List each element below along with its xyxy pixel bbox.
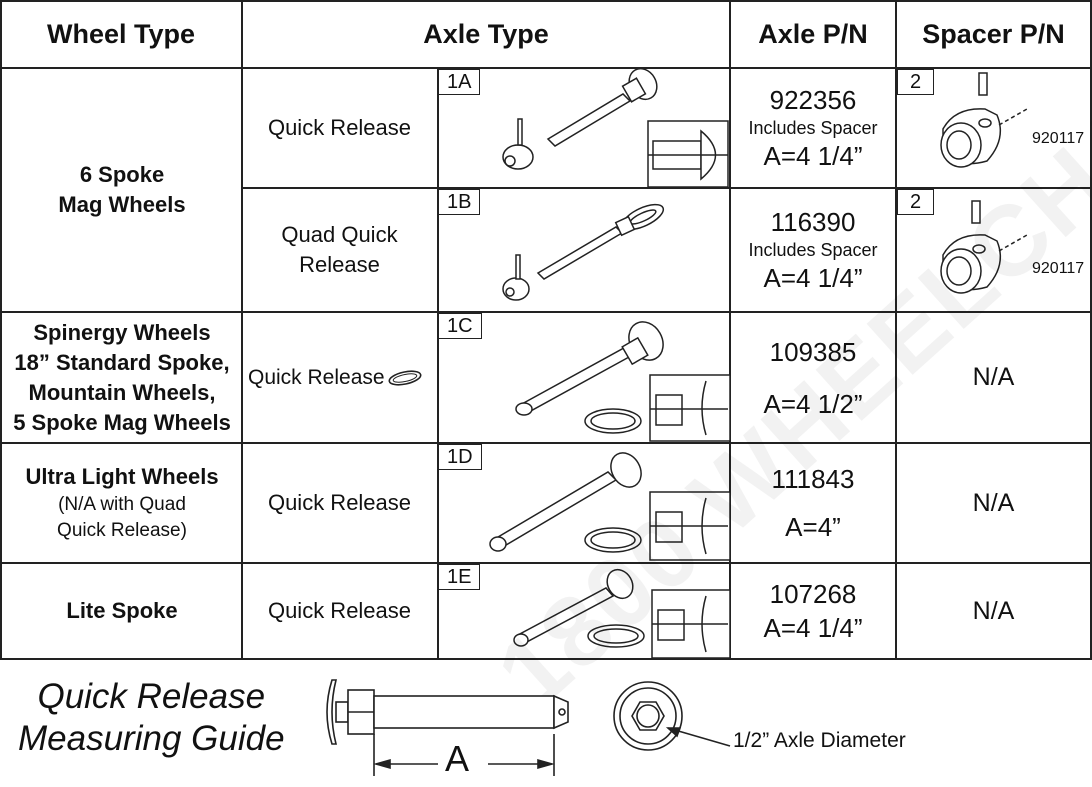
axle-label: 1E [438, 564, 481, 590]
axle-label: 1D [438, 444, 482, 470]
axle-name-row: Quick Release [248, 363, 425, 393]
axle-name-cell: Quick Release [242, 69, 437, 187]
spacer-na: N/A [972, 363, 1015, 391]
wheel-type-line: 18” Standard Spoke, [14, 349, 230, 375]
axle-label: 1B [438, 189, 481, 215]
spacer-label: 2 [897, 69, 935, 95]
table-border-top [0, 0, 1092, 2]
wheel-type-cell: 6 Spoke Mag Wheels [2, 69, 242, 311]
wheel-type-line: Lite Spoke [66, 598, 178, 623]
axle-name: Quick Release [267, 115, 412, 140]
axle-length: A=4 1/2” [763, 388, 863, 419]
wheel-type-cell: Lite Spoke [2, 564, 242, 658]
axle-pn-cell: 107268 A=4 1/4” [731, 564, 895, 658]
header-divider [0, 67, 1092, 69]
axle-1b-drawing [502, 203, 665, 301]
axle-length: A=4 1/4” [763, 613, 863, 643]
axle-part-number: 109385 [769, 336, 857, 367]
axle-name: Release [299, 252, 380, 277]
axle-pn-cell: 116390 Includes Spacer A=4 1/4” [731, 189, 895, 311]
spacer-na: N/A [972, 488, 1015, 517]
spacer-na: N/A [972, 596, 1015, 625]
axle-pn-cell: 111843 A=4” [731, 444, 895, 562]
spacer-drawing [940, 200, 1028, 294]
axle-1d-drawing [489, 452, 731, 561]
row-divider [0, 311, 1092, 313]
guide-title-line: Measuring Guide [18, 719, 285, 758]
col-divider [0, 0, 2, 660]
wheel-type-line: Spinergy Wheels [33, 319, 211, 345]
wheel-type-line: Mountain Wheels, [28, 379, 216, 405]
measuring-guide-title: Quick Release Measuring Guide [18, 676, 285, 760]
col-divider [729, 0, 731, 660]
spacer-drawing [940, 72, 1028, 168]
table-border-bottom [0, 658, 1092, 660]
spacer-part-number: 920117 [1032, 130, 1085, 147]
axle-pn-cell: 109385 A=4 1/2” [731, 313, 895, 442]
axle-diameter-label: 1/2” Axle Diameter [733, 729, 906, 752]
wheel-type-cell: Spinergy Wheels 18” Standard Spoke, Moun… [2, 313, 242, 442]
header-axle-type: Axle Type [423, 19, 549, 49]
axle-pn-note: Includes Spacer [748, 240, 878, 260]
measuring-guide-axle-drawing [326, 679, 569, 776]
wheel-type-cell: Ultra Light Wheels (N/A with Quad Quick … [2, 444, 242, 562]
guide-title-line: Quick Release [37, 677, 266, 716]
wheel-type-line: Ultra Light Wheels [25, 464, 219, 489]
axle-name-cell: Quick Release [242, 564, 437, 658]
axle-length: A=4” [785, 512, 841, 542]
axle-name-cell: Quick Release [242, 313, 437, 442]
col-divider [437, 67, 439, 660]
dimension-a-label: A [445, 738, 470, 779]
axle-name-cell: Quad Quick Release [242, 189, 437, 311]
spacer-label: 2 [897, 189, 935, 215]
header-wheel-type: Wheel Type [46, 19, 196, 49]
axle-1c-drawing [515, 321, 731, 442]
axle-name: Quick Release [267, 598, 412, 623]
spacer-part-number: 920117 [1032, 260, 1085, 277]
axle-name-cell: Quick Release [242, 444, 437, 562]
axle-name: Quad Quick [281, 222, 398, 247]
col-divider [241, 0, 243, 660]
wheel-type-note: (N/A with Quad [58, 494, 186, 515]
axle-part-number: 922356 [769, 85, 857, 115]
axle-diameter-drawing [613, 681, 731, 751]
axle-part-number: 111843 [771, 464, 855, 494]
header-axle-pn: Axle P/N [758, 19, 868, 49]
axle-pn-note: Includes Spacer [748, 118, 878, 138]
header-spacer-pn: Spacer P/N [922, 19, 1065, 49]
row-divider [242, 187, 1092, 189]
axle-1a-drawing [502, 67, 729, 188]
wheel-type-note: Quick Release) [57, 520, 187, 541]
axle-name: Quick Release [267, 490, 412, 515]
col-divider [895, 0, 897, 660]
retaining-ring-icon [388, 369, 422, 386]
wheel-type-line: 5 Spoke Mag Wheels [13, 409, 231, 435]
axle-part-number: 116390 [770, 207, 856, 237]
axle-label: 1A [438, 69, 481, 95]
wheel-type-line: 6 Spoke [79, 162, 165, 187]
axle-table: Wheel Type Axle Type Axle P/N Spacer P/N… [0, 0, 1092, 730]
wheel-type-line: Mag Wheels [58, 192, 186, 217]
col-divider [1090, 0, 1092, 660]
axle-label: 1C [438, 313, 482, 339]
row-divider [0, 442, 1092, 444]
row-divider [0, 562, 1092, 564]
axle-1e-drawing [513, 568, 731, 659]
axle-part-number: 107268 [769, 579, 857, 609]
axle-length: A=4 1/4” [763, 141, 863, 171]
axle-name: Quick Release [248, 365, 385, 389]
axle-length: A=4 1/4” [763, 263, 863, 293]
axle-pn-cell: 922356 Includes Spacer A=4 1/4” [731, 69, 895, 187]
